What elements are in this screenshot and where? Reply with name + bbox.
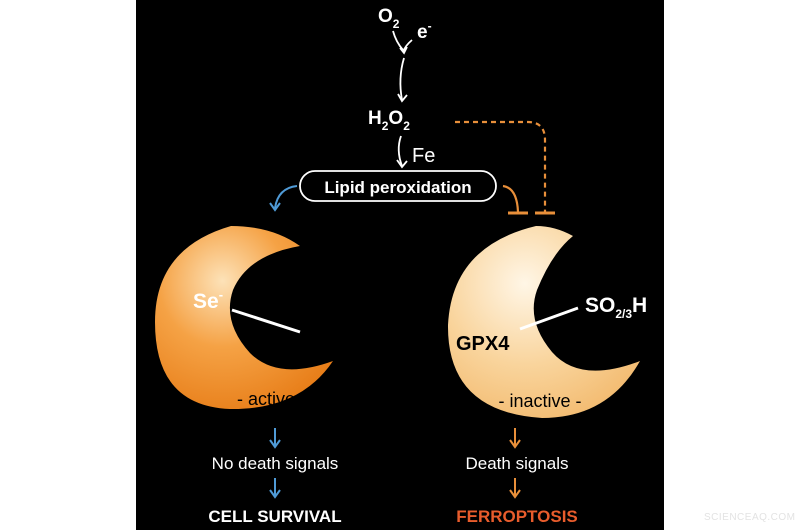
selenium-label: Se- [193,287,223,313]
active-to-signal-arrow [269,428,281,449]
h2o2-to-lipid-arrow [396,135,408,169]
h2o2-inhibition-dashed-line [455,120,555,215]
sulfinic-bond-line [519,306,579,331]
gpx4-inactive-crescent [447,226,640,418]
selenium-bond-line [231,308,301,334]
lipid-inhibition-line [502,184,528,215]
h2o2-label: H2O2 [368,108,410,133]
signal-to-survival-arrow [269,478,281,499]
inactive-state-label: - inactive - [498,391,581,411]
lipid-peroxidation-box [299,170,497,202]
gpx4-inactive-label: GPX4 [456,333,510,355]
death-signals-label: Death signals [465,454,568,473]
oxygen-label: O2 [378,6,400,31]
no-death-signals-label: No death signals [212,454,339,473]
electron-label: e- [417,19,432,43]
oxygen-to-h2o2-arrows [392,30,413,103]
signal-to-ferroptosis-arrow [509,478,521,499]
active-state-label: - active- [237,389,301,409]
lipid-to-active-arrow [269,185,298,212]
ferroptosis-label: FERROPTOSIS [456,507,578,526]
watermark: SCIENCEAQ.COM [704,512,796,523]
sulfinic-group-label: SO2/3H [585,294,647,321]
inactive-to-signal-arrow [509,428,521,449]
gpx4-active-crescent [155,226,333,410]
cell-survival-label: CELL SURVIVAL [208,507,341,526]
iron-label: Fe [412,145,435,167]
gpx4-active-label: GPX4 [255,333,309,355]
lipid-peroxidation-label: Lipid peroxidation [324,178,471,197]
